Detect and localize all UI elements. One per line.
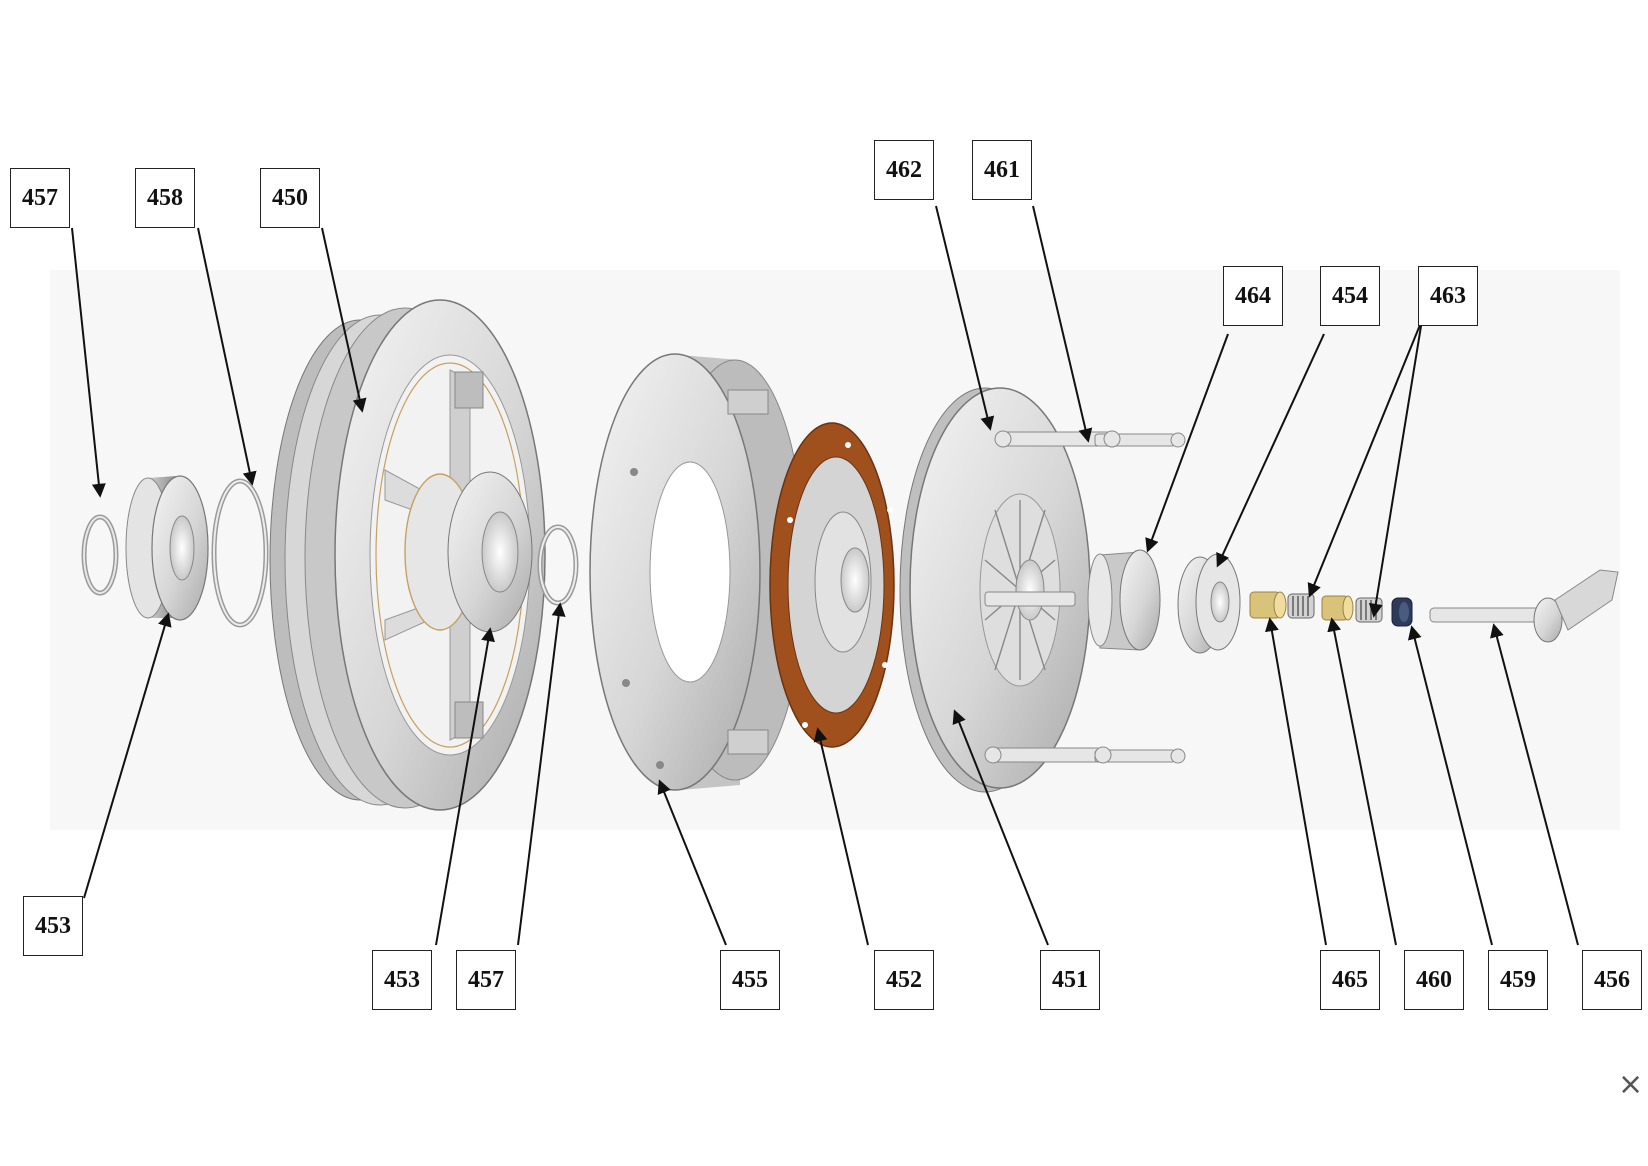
callout-460: 460 xyxy=(1404,950,1464,1010)
callout-456: 456 xyxy=(1582,950,1642,1010)
callout-461: 461 xyxy=(972,140,1032,200)
leader-454 xyxy=(1216,333,1325,568)
callout-459: 459 xyxy=(1488,950,1548,1010)
callout-457-top: 457 xyxy=(10,168,70,228)
callout-455: 455 xyxy=(720,950,780,1010)
leader-461 xyxy=(1032,205,1093,443)
part-pressure-plate xyxy=(899,387,1091,793)
part-release-bearing xyxy=(1177,553,1241,654)
leader-464 xyxy=(1145,333,1229,553)
leader-456 xyxy=(1490,623,1579,946)
callout-454: 454 xyxy=(1320,266,1380,326)
callout-458: 458 xyxy=(135,168,195,228)
callout-452: 452 xyxy=(874,950,934,1010)
part-needle-bearing-1 xyxy=(1287,593,1315,619)
part-bushing-465 xyxy=(1249,591,1287,619)
part-release-shaft xyxy=(1429,569,1619,643)
part-bearing-left xyxy=(125,475,209,621)
callout-453-left: 453 xyxy=(23,896,83,956)
leader-459 xyxy=(1407,625,1493,946)
callout-464: 464 xyxy=(1223,266,1283,326)
part-bushing-460 xyxy=(1321,595,1354,621)
leader-460 xyxy=(1327,617,1397,946)
leader-458 xyxy=(197,227,257,486)
part-needle-bearing-2 xyxy=(1355,597,1383,623)
part-snap-ring-left xyxy=(81,514,119,596)
leader-457b xyxy=(517,602,566,946)
leader-lines xyxy=(71,205,1579,946)
leader-462 xyxy=(935,205,995,431)
callout-451: 451 xyxy=(1040,950,1100,1010)
leader-450 xyxy=(321,227,367,413)
callout-463: 463 xyxy=(1418,266,1478,326)
callout-453-center: 453 xyxy=(372,950,432,1010)
callout-457-bottom: 457 xyxy=(456,950,516,1010)
part-clutch-drum xyxy=(589,353,806,791)
leader-463b xyxy=(1368,319,1423,618)
leader-453a xyxy=(83,612,172,899)
part-pulley-housing xyxy=(269,299,546,811)
leader-457a xyxy=(71,227,106,498)
leader-453b xyxy=(435,627,496,946)
leader-455 xyxy=(657,779,727,946)
callout-462: 462 xyxy=(874,140,934,200)
leader-465 xyxy=(1265,617,1327,946)
close-icon[interactable]: × xyxy=(1618,1067,1644,1102)
part-friction-disc xyxy=(769,422,895,748)
part-release-sleeve xyxy=(1087,549,1161,651)
leader-463a xyxy=(1307,319,1423,598)
leader-451 xyxy=(952,709,1049,946)
callout-450: 450 xyxy=(260,168,320,228)
callout-465: 465 xyxy=(1320,950,1380,1010)
leader-452 xyxy=(813,727,869,946)
part-seal xyxy=(1391,597,1413,627)
part-large-snap-ring xyxy=(211,478,269,628)
